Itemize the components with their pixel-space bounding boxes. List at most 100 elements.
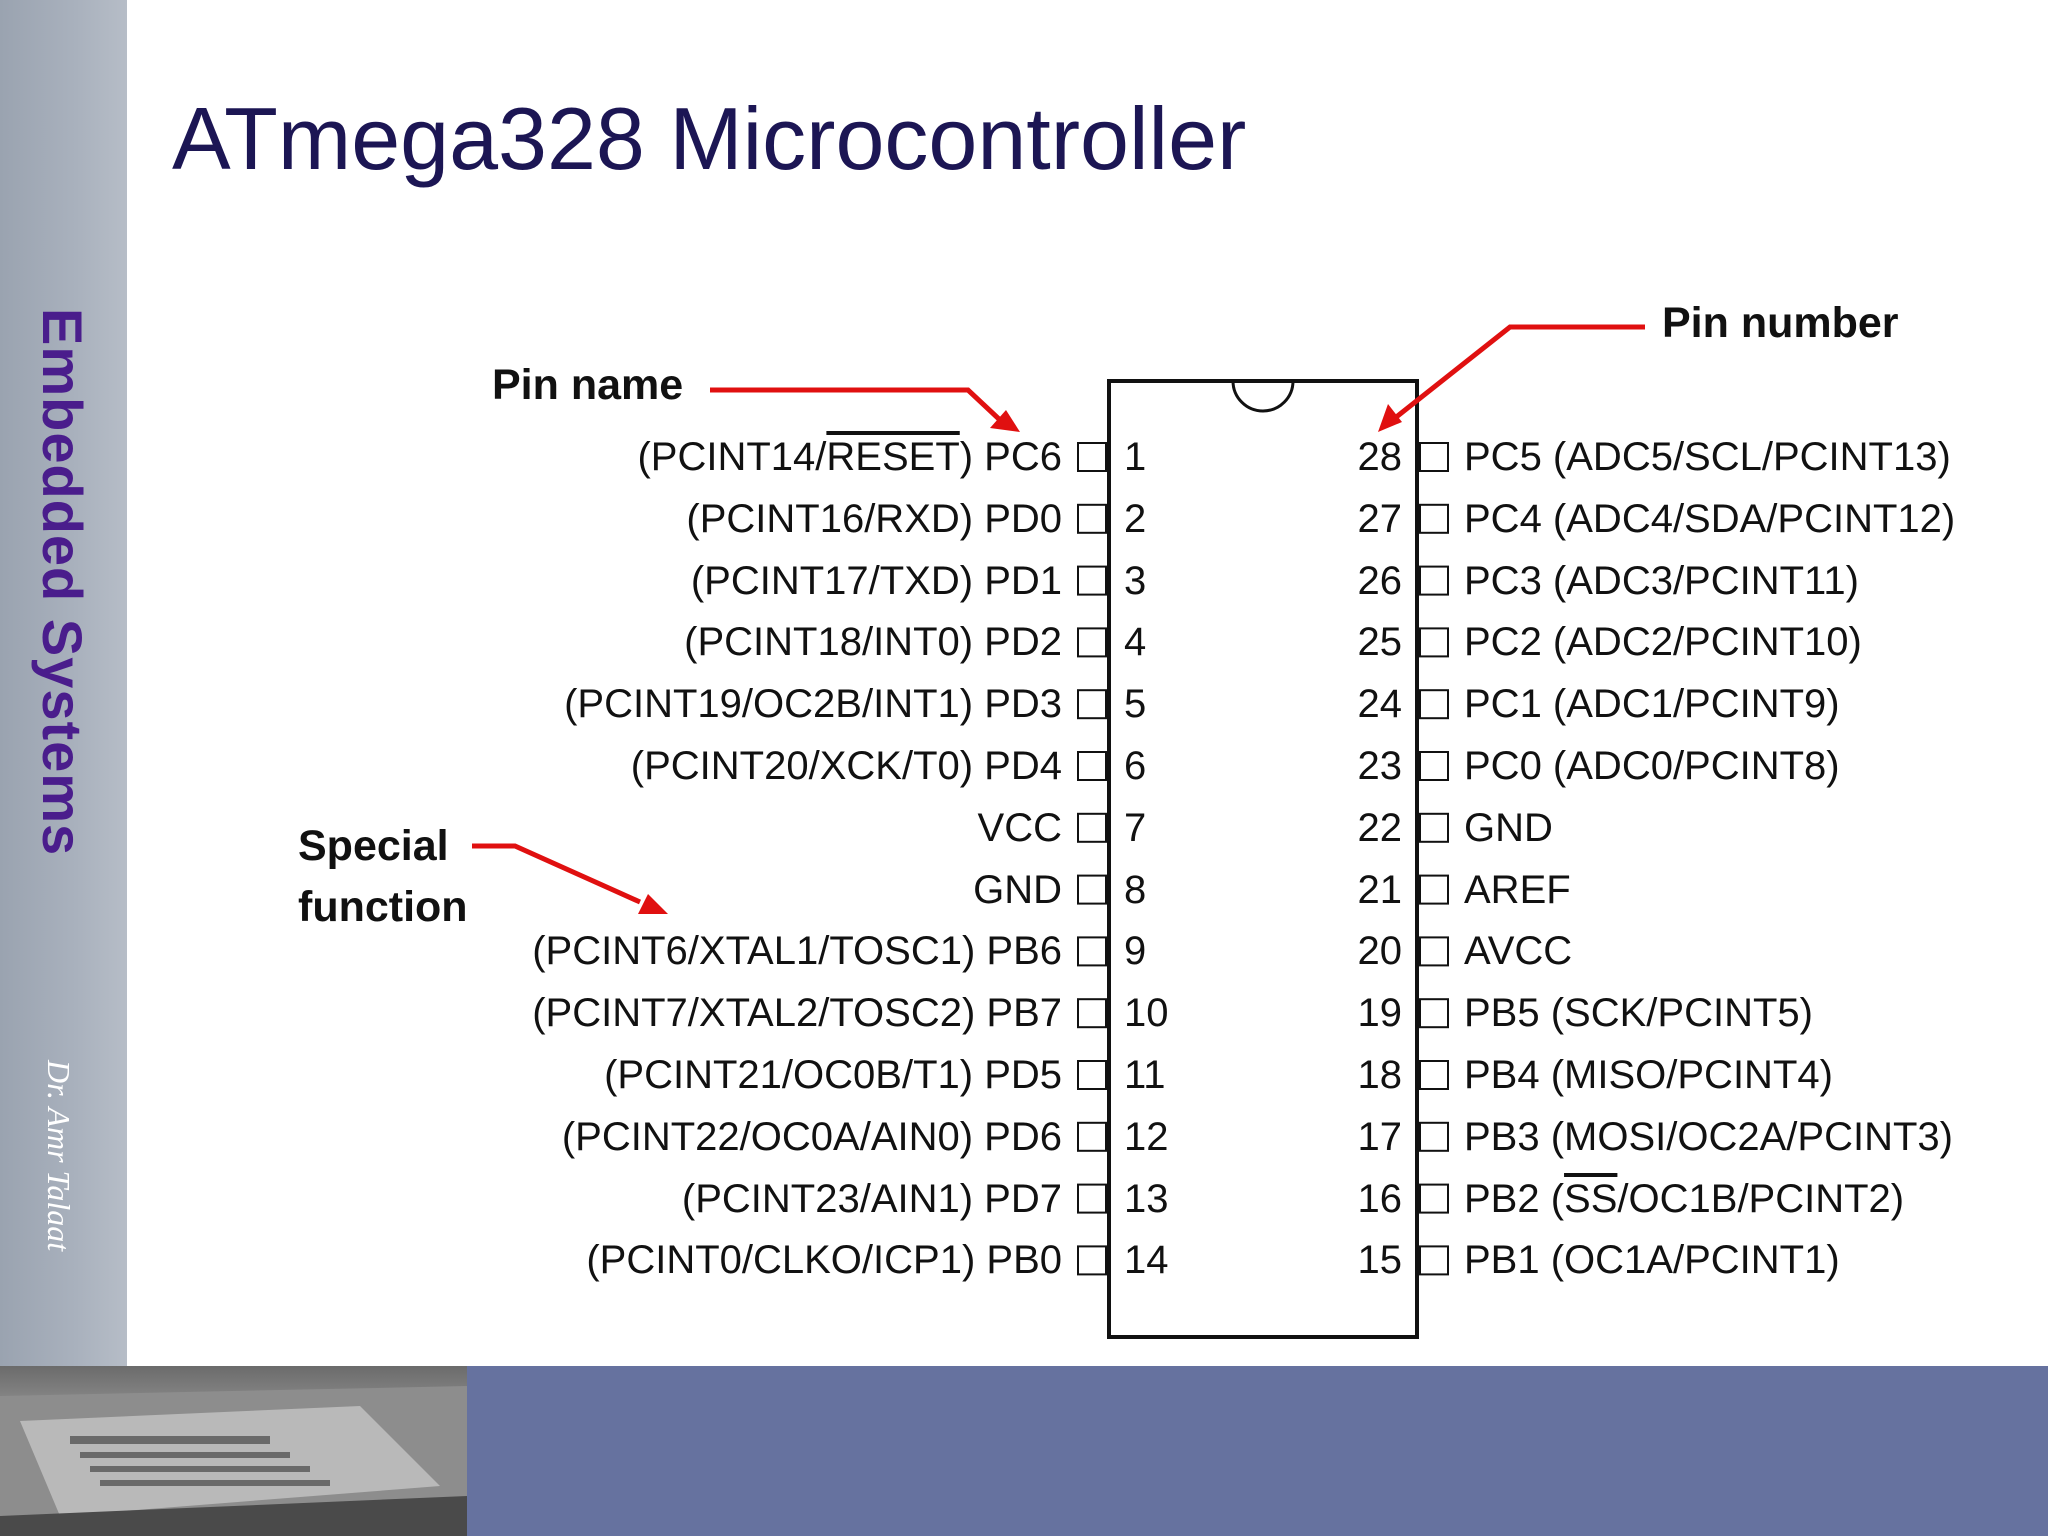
- pin-number-right: 23: [1357, 744, 1403, 788]
- pin-number-right: 15: [1357, 1238, 1403, 1283]
- pin-box-12: [1077, 1121, 1107, 1152]
- pin-box-5: [1077, 689, 1107, 720]
- pin-box-10: [1077, 998, 1107, 1029]
- footer-band: [467, 1366, 2048, 1536]
- sidebar-title: Embedded Systems: [31, 308, 94, 857]
- pin-number-right: 26: [1357, 558, 1403, 603]
- pin-box-8: [1077, 874, 1107, 905]
- pin-box-6: [1077, 751, 1107, 781]
- pin-number-arrow-head: [1378, 404, 1402, 432]
- chip-notch: [1231, 380, 1295, 413]
- pin-number-right: 27: [1357, 496, 1403, 541]
- slide-title: ATmega328 Microcontroller: [172, 89, 1247, 188]
- pin-number-right: 16: [1357, 1176, 1403, 1221]
- special-function-arrow-line: [472, 843, 642, 905]
- pin-number-left: 11: [1124, 1053, 1166, 1097]
- sidebar: Embedded Systems Dr. Amr Talaat: [0, 0, 127, 1366]
- pin-name-left: (PCINT18/INT0) PD2: [684, 620, 1062, 665]
- pin-name-left: (PCINT21/OC0B/T1) PD5: [604, 1053, 1062, 1097]
- pin-number-left: 10: [1124, 991, 1169, 1036]
- pin-box-19: [1419, 998, 1449, 1029]
- pin-number-left: 5: [1124, 682, 1147, 727]
- pin-name-right: PC5 (ADC5/SCL/PCINT13): [1464, 435, 1951, 479]
- pin-number-annotation: Pin number: [1662, 299, 1899, 347]
- pin-box-14: [1077, 1245, 1107, 1276]
- pin-number-left: 8: [1124, 867, 1147, 912]
- pin-number-right: 17: [1357, 1114, 1403, 1159]
- pin-name-left: (PCINT19/OC2B/INT1) PD3: [564, 682, 1062, 727]
- pin-name-right: PB3 (MOSI/OC2A/PCINT3): [1464, 1114, 1953, 1159]
- pin-name-right: PC1 (ADC1/PCINT9): [1464, 682, 1840, 727]
- special-function-annotation-line2: function: [298, 883, 468, 931]
- pin-box-16: [1419, 1183, 1449, 1214]
- pin-box-1: [1077, 442, 1107, 472]
- pin-name-left: VCC: [977, 805, 1062, 850]
- pin-number-left: 14: [1124, 1238, 1169, 1283]
- pin-number-right: 25: [1357, 620, 1403, 665]
- pin-name-left: (PCINT23/AIN1) PD7: [681, 1176, 1062, 1221]
- pin-name-left: (PCINT6/XTAL1/TOSC1) PB6: [532, 929, 1062, 974]
- pin-name-right: PC3 (ADC3/PCINT11): [1464, 558, 1859, 603]
- pin-box-18: [1419, 1060, 1449, 1090]
- pin-name-left: (PCINT22/OC0A/AIN0) PD6: [561, 1114, 1062, 1159]
- pin-name-arrow-line: [710, 387, 1002, 422]
- pin-box-15: [1419, 1245, 1449, 1276]
- pin-number-arrow-line: [1393, 324, 1645, 420]
- annotation-arrows: [472, 324, 1645, 914]
- chip-diagram: [472, 324, 1645, 1339]
- pin-box-27: [1419, 503, 1449, 534]
- pin-name-right: PB5 (SCK/PCINT5): [1464, 991, 1813, 1036]
- pin-name-left: (PCINT14/RESET) PC6: [637, 435, 1062, 479]
- special-function-arrow-head: [638, 894, 668, 914]
- pin-name-right: PB2 (SS/OC1B/PCINT2): [1464, 1176, 1905, 1221]
- pin-box-13: [1077, 1183, 1107, 1214]
- pin-name-right: GND: [1464, 805, 1553, 850]
- chip-photo-graphic: [0, 1386, 467, 1536]
- pin-number-left: 1: [1124, 435, 1147, 479]
- pin-number-right: 18: [1357, 1053, 1403, 1097]
- pin-number-right: 22: [1357, 805, 1403, 850]
- pin-name-left: (PCINT20/XCK/T0) PD4: [630, 744, 1062, 788]
- pin-box-9: [1077, 936, 1107, 967]
- pin-name-annotation: Pin name: [492, 361, 684, 409]
- pin-number-left: 6: [1124, 744, 1147, 788]
- pin-number-left: 12: [1124, 1114, 1169, 1159]
- pin-number-right: 24: [1357, 682, 1403, 727]
- pin-box-7: [1077, 812, 1107, 843]
- pin-boxes: [1077, 442, 1449, 1276]
- pin-number-right: 20: [1357, 929, 1403, 974]
- pin-box-23: [1419, 751, 1449, 781]
- pin-number-left: 13: [1124, 1176, 1169, 1221]
- pin-name-left: GND: [973, 867, 1062, 912]
- pin-box-4: [1077, 627, 1107, 658]
- special-function-annotation-line1: Special: [298, 822, 449, 870]
- pin-box-26: [1419, 565, 1449, 596]
- author-name: Dr. Amr Talaat: [41, 1060, 77, 1252]
- pin-box-22: [1419, 812, 1449, 843]
- chip-body: [1107, 379, 1419, 1339]
- pin-name-right: PB4 (MISO/PCINT4): [1464, 1053, 1833, 1097]
- pin-box-21: [1419, 874, 1449, 905]
- pin-box-25: [1419, 627, 1449, 658]
- pin-box-20: [1419, 936, 1449, 967]
- pin-number-left: 7: [1124, 805, 1147, 850]
- pin-box-17: [1419, 1121, 1449, 1152]
- pin-number-right: 21: [1357, 867, 1403, 912]
- pin-number-right: 19: [1357, 991, 1403, 1036]
- pin-box-3: [1077, 565, 1107, 596]
- pin-name-right: PC4 (ADC4/SDA/PCINT12): [1464, 496, 1956, 541]
- pin-name-right: PC0 (ADC0/PCINT8): [1464, 744, 1840, 788]
- pin-number-left: 4: [1124, 620, 1147, 665]
- pin-name-left: (PCINT16/RXD) PD0: [686, 496, 1062, 541]
- pin-name-arrow-head: [990, 410, 1020, 432]
- pin-number-left: 3: [1124, 558, 1147, 603]
- pin-box-24: [1419, 689, 1449, 720]
- pin-box-28: [1419, 442, 1449, 472]
- pin-name-right: PC2 (ADC2/PCINT10): [1464, 620, 1862, 665]
- pin-name-right: AVCC: [1464, 929, 1573, 974]
- pin-box-2: [1077, 503, 1107, 534]
- pin-box-11: [1077, 1060, 1107, 1090]
- footer-chip-photo: [0, 1366, 467, 1536]
- pin-name-left: (PCINT0/CLKO/ICP1) PB0: [586, 1238, 1062, 1283]
- pin-name-right: PB1 (OC1A/PCINT1): [1464, 1238, 1840, 1283]
